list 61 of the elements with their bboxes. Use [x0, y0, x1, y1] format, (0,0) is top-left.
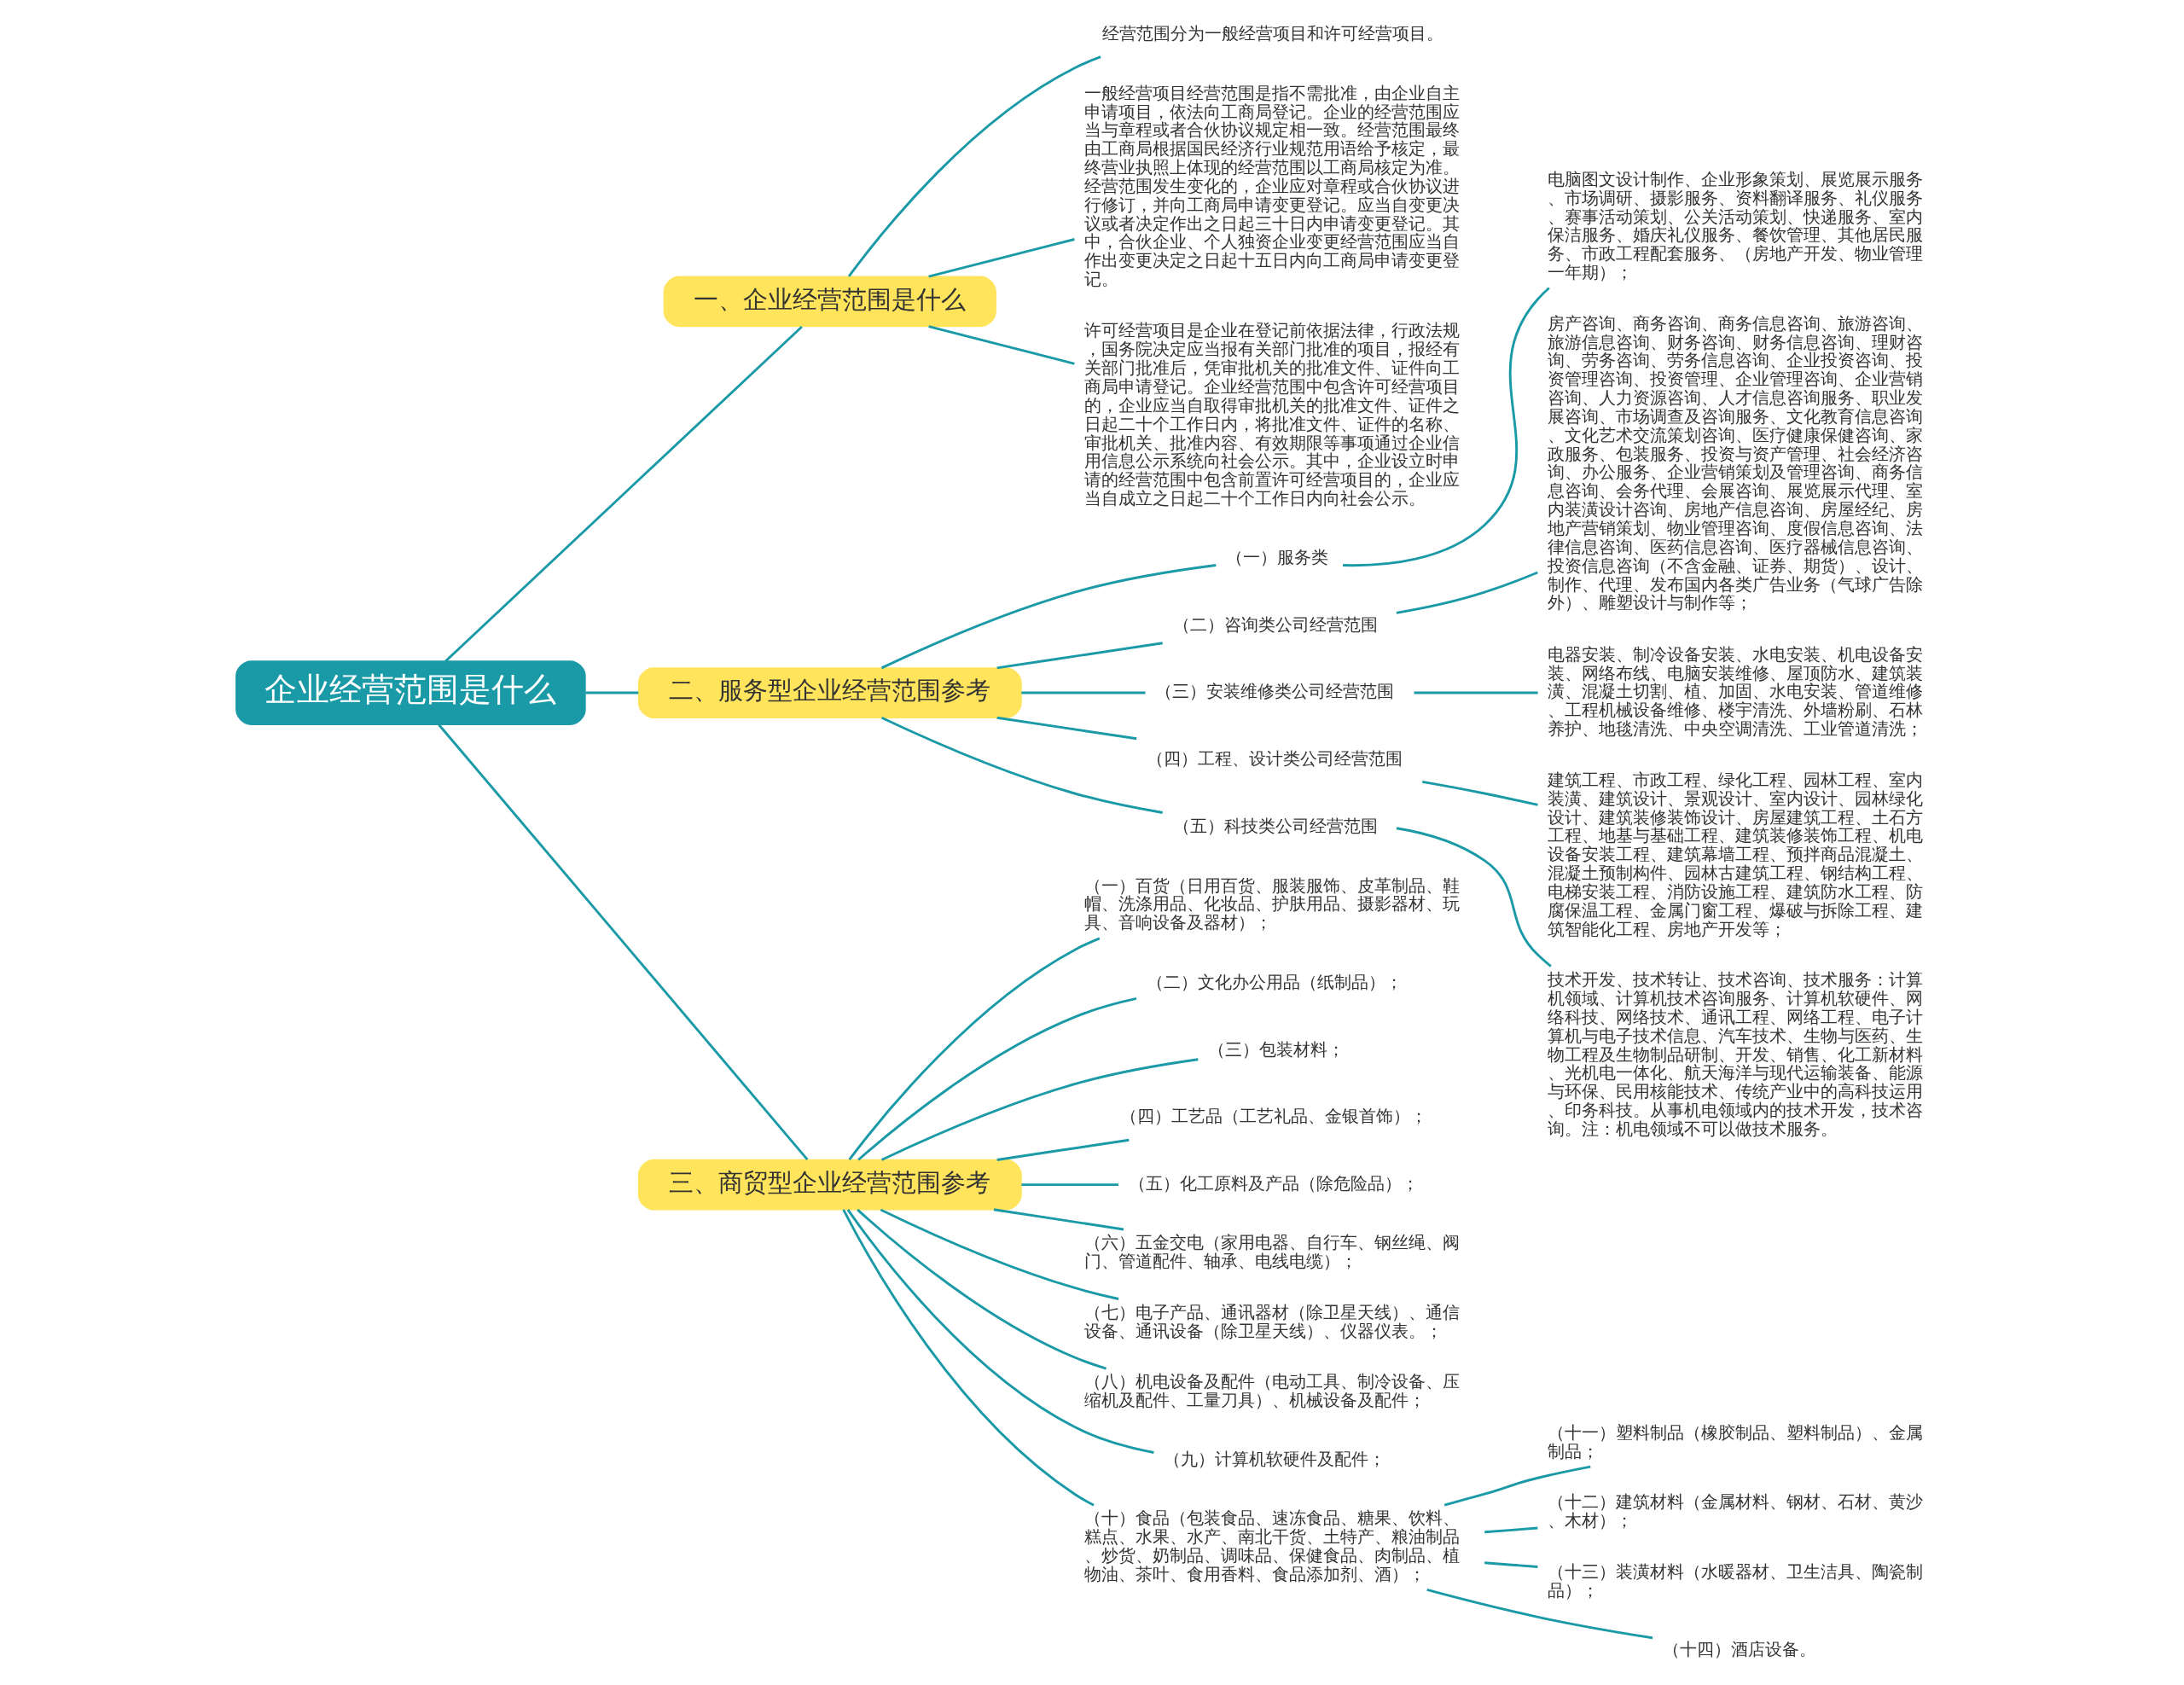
node-text: （十一）塑料制品（橡胶制品、塑料制品）、金属制品； — [1548, 1421, 1924, 1461]
connector — [847, 55, 1101, 277]
node-text: （十三）装潢材料（水暖器材、卫生洁具、陶瓷制品）； — [1548, 1561, 1924, 1601]
connector — [846, 1208, 1154, 1454]
connector — [928, 238, 1075, 278]
node-text: 建筑工程、市政工程、绿化工程、园林工程、室内装潢、建筑设计、景观设计、室内设计、园林绿化设计、建筑装修装饰设计、房屋建筑工程、土石方工程、地基与基础工程、建筑装修装饰工程、机电设备安装工程、建筑幕墙工程、预拌商品混凝土、混凝土预制构件、园林古建筑工程、钢结构工程、电梯安装工程、消防设施工程、建筑防水工程、防腐保温工程、金属门窗工程、爆破与拆除工程、建筑智能化工程、房地产开发等； — [1548, 769, 1924, 939]
connector — [880, 1208, 1119, 1300]
connector — [444, 325, 803, 662]
connector — [1021, 1183, 1119, 1187]
connector — [1484, 1561, 1538, 1568]
connector — [996, 642, 1163, 670]
node-text: （二）咨询类公司经营范围 — [1172, 613, 1378, 635]
connector — [1396, 571, 1538, 614]
connector — [438, 723, 809, 1161]
connector — [1021, 691, 1146, 694]
connector — [857, 1208, 1107, 1370]
connector — [1443, 1465, 1591, 1507]
node-text: （四）工艺品（工艺礼品、金银首饰）； — [1119, 1106, 1427, 1127]
node-text: （六）五金交电（家用电器、自行车、钢丝绳、阀门、管道配件、轴承、电线电缆）； — [1084, 1232, 1461, 1272]
node-text: （九）计算机软硬件及配件； — [1164, 1449, 1386, 1470]
connector — [1396, 827, 1552, 967]
connector — [585, 691, 639, 694]
node-text: （三）包装材料； — [1208, 1038, 1345, 1060]
node-text: 许可经营项目是企业在登记前依据法律，行政法规，国务院决定应当报有关部门批准的项目，报经有关部门批准后，凭审批机关的批准文件、证件向工商局申请登记。企业经营范围中包含许可经营项目的，企业应当自取得审批机关的批准文件、证件之日起二十个工作日内，将批准文件、证件的名称、审批机关、批准内容、有效期限等事项通过企业信用信息公示系统向社会公示。其中，企业设立时申请的经营范围中包含前置许可经营项目的，企业应当自成立之日起二十个工作日内向社会公示。 — [1084, 320, 1461, 509]
node-text: （十）食品（包装食品、速冻食品、糖果、饮料、糕点、水果、水产、南北干货、土特产、粮油制品、炒货、奶制品、调味品、保健食品、肉制品、植物油、茶叶、食用香料、食品添加剂、酒）； — [1084, 1508, 1461, 1584]
node-text: （五）科技类公司经营范围 — [1172, 815, 1378, 836]
node-box: 一、企业经营范围是什么 — [663, 276, 996, 328]
node-text: （七）电子产品、通讯器材（除卫星天线）、通信设备、通讯设备（除卫星天线）、仪器仪表。； — [1084, 1301, 1461, 1341]
connector — [996, 716, 1137, 741]
connector — [857, 997, 1137, 1161]
connector — [1422, 780, 1538, 806]
connector — [1343, 287, 1550, 567]
node-text: （一）服务类 — [1226, 547, 1329, 568]
connector — [1414, 691, 1538, 694]
node-text: （十四）酒店设备。 — [1663, 1639, 1817, 1660]
node-text: 一般经营项目经营范围是指不需批准，由企业自主申请项目，依法向工商局登记。企业的经营范围应当与章程或者合伙协议规定相一致。经营范围最终由工商局根据国民经济行业规范用语给予核定，最终营业执照上体现的经营范围以工商局核定为准。经营范围发生变化的，企业应对章程或合伙协议进行修订，并向工商局申请变更登记。应当自变更决议或者决定作出之日起三十日内申请变更登记。其中，合伙企业、个人独资企业变更经营范围应当自作出变更决定之日起十五日内向工商局申请变更登记。 — [1084, 82, 1461, 290]
node-text: （一）百货（日用百货、服装服饰、皮革制品、鞋帽、洗涤用品、化妆品、护肤用品、摄影器材、玩具、音响设备及器材）； — [1084, 874, 1461, 933]
node-box: 企业经营范围是什么 — [235, 660, 586, 725]
node-box: 三、商贸型企业经营范围参考 — [637, 1159, 1022, 1211]
node-text: 电脑图文设计制作、企业形象策划、展览展示服务、市场调研、摄影服务、资料翻译服务、礼仪服务、赛事活动策划、公关活动策划、快递服务、室内保洁服务、婚庆礼仪服务、餐饮管理、其他居民服务、市政工程配套服务、（房地产开发、物业管理一年期）； — [1548, 168, 1924, 283]
node-text: 技术开发、技术转让、技术咨询、技术服务：计算机领域、计算机技术咨询服务、计算机软硬件、网络科技、网络技术、通讯工程、网络工程、电子计算机与电子技术信息、汽车技术、生物与医药、生物工程及生物制品研制、开发、销售、化工新材料、光机电一体化、航天海洋与现代运输装备、能源与环保、民用核能技术、传统产业中的高科技运用、印务科技。从事机电领域内的技术开发，技术咨询。注：机电领域不可以做技术服务。 — [1548, 969, 1924, 1139]
connector — [993, 1208, 1124, 1231]
connector — [880, 716, 1163, 814]
node-text: 房产咨询、商务咨询、商务信息咨询、旅游咨询、旅游信息咨询、财务咨询、财务信息咨询、理财咨询、劳务咨询、劳务信息咨询、企业投资咨询、投资管理咨询、投资管理、企业管理咨询、企业营销咨询、人力资源咨询、人才信息咨询服务、职业发展咨询、市场调查及咨询服务、文化教育信息咨询、文化艺术交流策划咨询、医疗健康保健咨询、家政服务、包装服务、投资与资产管理、社会经济咨询、办公服务、企业营销策划及管理咨询、商务信息咨询、会务代理、会展咨询、展览展示代理、室内装潢设计咨询、房地产信息咨询、房屋经纪、房地产营销策划、物业管理咨询、度假信息咨询、法律信息咨询、医药信息咨询、医疗器械信息咨询、投资信息咨询（不含金融、证券、期货）、设计、制作、代理、发布国内各类广告业务（气球广告除外）、雕塑设计与制作等； — [1548, 312, 1924, 613]
connector — [1484, 1526, 1538, 1534]
connector — [848, 937, 1101, 1160]
node-text: （二）文化办公用品（纸制品）； — [1147, 972, 1403, 993]
connector — [880, 1058, 1199, 1161]
node-text: 电器安装、制冷设备安装、水电安装、机电设备安装、网络布线、电脑安装维修、屋顶防水、建筑装潢、混凝土切割、植、加固、水电安装、管道维修、工程机械设备维修、楼宇清洗、外墙粉刷、石林养护、地毯清洗、中央空调清洗、工业管道清洗； — [1548, 643, 1924, 740]
connector — [842, 1209, 1095, 1507]
connector — [1426, 1588, 1653, 1640]
node-box: 二、服务型企业经营范围参考 — [637, 667, 1022, 718]
node-text: （四）工程、设计类公司经营范围 — [1147, 748, 1403, 770]
connector — [996, 1138, 1130, 1161]
node-text: （十二）建筑材料（金属材料、钢材、石材、黄沙、木材）； — [1548, 1491, 1924, 1531]
node-text: （八）机电设备及配件（电动工具、制冷设备、压缩机及配件、工量刀具）、机械设备及配件； — [1084, 1371, 1461, 1411]
node-text: （五）化工原料及产品（除危险品）； — [1128, 1173, 1419, 1194]
connector — [928, 325, 1075, 365]
connector — [880, 564, 1217, 670]
node-text: 经营范围分为一般经营项目和许可经营项目。 — [1101, 22, 1443, 44]
node-text: （三）安装维修类公司经营范围 — [1155, 681, 1395, 702]
